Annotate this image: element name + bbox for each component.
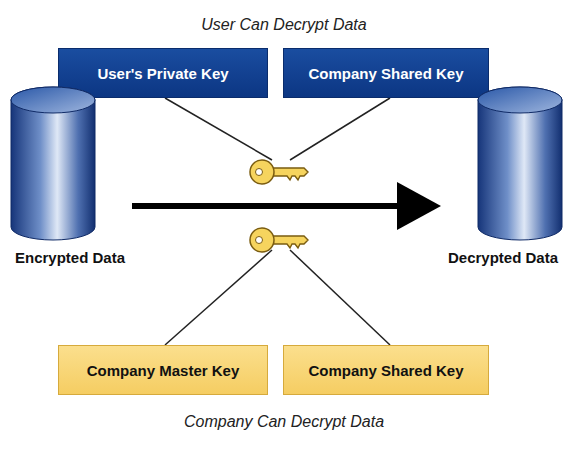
key-label: User's Private Key xyxy=(97,65,228,82)
leader-line xyxy=(165,250,272,345)
database-cylinder: Encrypted Data xyxy=(8,86,132,266)
leader-line xyxy=(165,98,272,160)
key-label: Company Master Key xyxy=(87,362,240,379)
database-label: Decrypted Data xyxy=(441,249,565,266)
cylinder-shape xyxy=(477,86,563,242)
key-box: User's Private Key xyxy=(58,48,268,98)
flow-arrow xyxy=(132,182,441,230)
cylinder-shape xyxy=(10,86,96,242)
key-icon xyxy=(250,228,308,252)
caption-label: Company Can Decrypt Data xyxy=(184,413,384,431)
key-label: Company Shared Key xyxy=(308,65,463,82)
caption-label: User Can Decrypt Data xyxy=(201,16,366,34)
database-label: Encrypted Data xyxy=(8,249,132,266)
key-box: Company Shared Key xyxy=(283,48,489,98)
leader-line xyxy=(290,98,390,160)
key-label: Company Shared Key xyxy=(308,362,463,379)
leader-line xyxy=(290,250,390,345)
key-box: Company Master Key xyxy=(58,345,268,395)
key-icon xyxy=(250,160,308,184)
key-box: Company Shared Key xyxy=(283,345,489,395)
database-cylinder: Decrypted Data xyxy=(441,86,565,266)
